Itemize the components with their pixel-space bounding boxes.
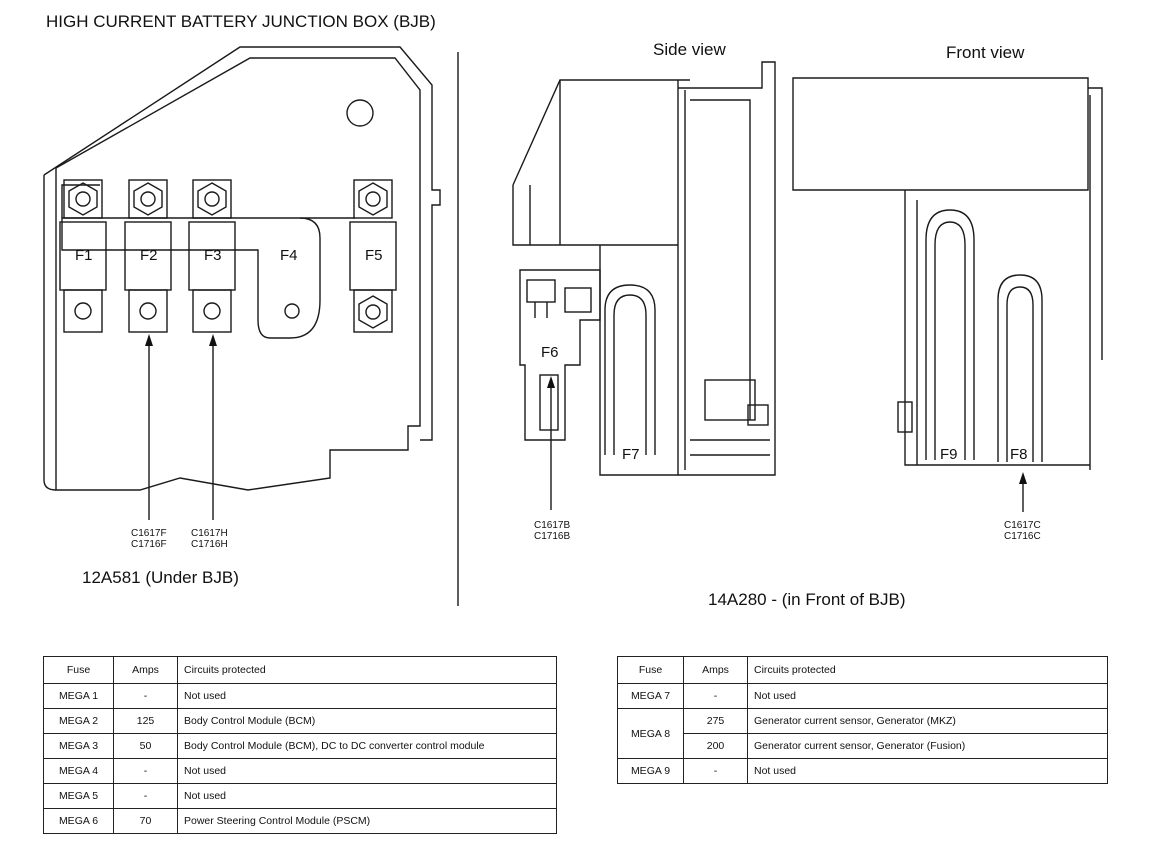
- cell-fuse: MEGA 3: [43, 733, 114, 759]
- connector-leader-f3: [209, 334, 217, 520]
- cell-fuse: MEGA 9: [617, 758, 684, 784]
- cell-circuits: Not used: [177, 758, 557, 784]
- connector-f8-a: C1617C: [1004, 520, 1041, 531]
- fuse-f3[interactable]: F3: [188, 179, 236, 333]
- cell-amps: -: [683, 683, 748, 709]
- cell-fuse: MEGA 1: [43, 683, 114, 709]
- fuse-f6-label[interactable]: F6: [541, 344, 559, 361]
- table-row: MEGA 7 - Not used: [617, 683, 1108, 709]
- cell-amps: -: [683, 758, 748, 784]
- bjb-side-view: F6 F7: [512, 61, 776, 476]
- header-circuits: Circuits protected: [747, 656, 1108, 684]
- mounting-hole: [346, 99, 374, 127]
- header-amps: Amps: [113, 656, 178, 684]
- bjb-top-view: [43, 46, 441, 491]
- caption-right: 14A280 - (in Front of BJB): [708, 590, 905, 609]
- connector-f2-a: C1617F: [131, 528, 167, 539]
- bjb-diagram: HIGH CURRENT BATTERY JUNCTION BOX (BJB) …: [43, 12, 1103, 609]
- table-row: MEGA 9 - Not used: [617, 758, 1108, 784]
- table-row: MEGA 4 - Not used: [43, 758, 557, 784]
- cell-circuits: Not used: [177, 683, 557, 709]
- cell-amps: 70: [113, 808, 178, 834]
- cell-amps: -: [113, 683, 178, 709]
- cell-fuse: MEGA 8: [617, 708, 684, 759]
- connector-leader-f6: [547, 376, 555, 510]
- bjb-front-view: F9 F8: [792, 77, 1103, 470]
- cell-amps: 275: [683, 708, 748, 734]
- cell-fuse: MEGA 2: [43, 708, 114, 734]
- table-header-row: Fuse Amps Circuits protected: [617, 656, 1108, 684]
- fuse-table-left: Fuse Amps Circuits protected MEGA 1 - No…: [43, 656, 557, 834]
- header-amps: Amps: [683, 656, 748, 684]
- header-circuits: Circuits protected: [177, 656, 557, 684]
- caption-left: 12A581 (Under BJB): [82, 568, 239, 587]
- table-row: MEGA 8 275 Generator current sensor, Gen…: [617, 708, 1108, 759]
- connector-f6-b: C1716B: [534, 531, 570, 542]
- cell-amps: 50: [113, 733, 178, 759]
- table-row: MEGA 2 125 Body Control Module (BCM): [43, 708, 557, 734]
- cell-amps: 125: [113, 708, 178, 734]
- header-fuse: Fuse: [617, 656, 684, 684]
- fuse-f4[interactable]: F4: [280, 247, 300, 319]
- connector-f6-a: C1617B: [534, 520, 570, 531]
- cell-amps: -: [113, 758, 178, 784]
- cell-fuse: MEGA 4: [43, 758, 114, 784]
- cell-circuits: Generator current sensor, Generator (Fus…: [747, 733, 1108, 759]
- fuse-table-right: Fuse Amps Circuits protected MEGA 7 - No…: [617, 656, 1108, 784]
- connector-f3-a: C1617H: [191, 528, 228, 539]
- fuse-f7-label[interactable]: F7: [622, 446, 640, 463]
- table-row: MEGA 1 - Not used: [43, 683, 557, 709]
- cell-circuits: Body Control Module (BCM): [177, 708, 557, 734]
- side-view-label: Side view: [653, 40, 726, 59]
- front-view-label: Front view: [946, 43, 1025, 62]
- fuse-f4-label: F4: [280, 247, 298, 264]
- connector-leader-f2: [145, 334, 153, 520]
- table-row: MEGA 6 70 Power Steering Control Module …: [43, 808, 557, 834]
- cell-circuits: Power Steering Control Module (PSCM): [177, 808, 557, 834]
- fuse-f5[interactable]: F5: [349, 179, 397, 333]
- table-row: MEGA 3 50 Body Control Module (BCM), DC …: [43, 733, 557, 759]
- cell-circuits: Body Control Module (BCM), DC to DC conv…: [177, 733, 557, 759]
- table-row: MEGA 5 - Not used: [43, 783, 557, 809]
- fuse-f1[interactable]: F1: [59, 179, 107, 333]
- fuse-f2[interactable]: F2: [124, 179, 172, 333]
- connector-f2-b: C1716F: [131, 539, 167, 550]
- fuse-f2-label: F2: [140, 247, 158, 264]
- cell-amps: 200: [683, 733, 748, 759]
- cell-amps: -: [113, 783, 178, 809]
- connector-f8-b: C1716C: [1004, 531, 1041, 542]
- table-header-row: Fuse Amps Circuits protected: [43, 656, 557, 684]
- cell-circuits: Not used: [747, 683, 1108, 709]
- cell-fuse: MEGA 6: [43, 808, 114, 834]
- cell-circuits: Generator current sensor, Generator (MKZ…: [747, 708, 1108, 734]
- fuse-f8-label[interactable]: F8: [1010, 446, 1028, 463]
- fuse-f9-label[interactable]: F9: [940, 446, 958, 463]
- table-row: 200 Generator current sensor, Generator …: [618, 733, 1108, 759]
- diagram-title: HIGH CURRENT BATTERY JUNCTION BOX (BJB): [46, 12, 436, 31]
- fuse-f5-label: F5: [365, 247, 383, 264]
- connector-f3-b: C1716H: [191, 539, 228, 550]
- fuse-f1-label: F1: [75, 247, 93, 264]
- header-fuse: Fuse: [43, 656, 114, 684]
- fuse-f3-label: F3: [204, 247, 222, 264]
- connector-leader-f8: [1019, 472, 1027, 512]
- cell-circuits: Not used: [177, 783, 557, 809]
- cell-circuits: Not used: [747, 758, 1108, 784]
- cell-fuse: MEGA 7: [617, 683, 684, 709]
- cell-fuse: MEGA 5: [43, 783, 114, 809]
